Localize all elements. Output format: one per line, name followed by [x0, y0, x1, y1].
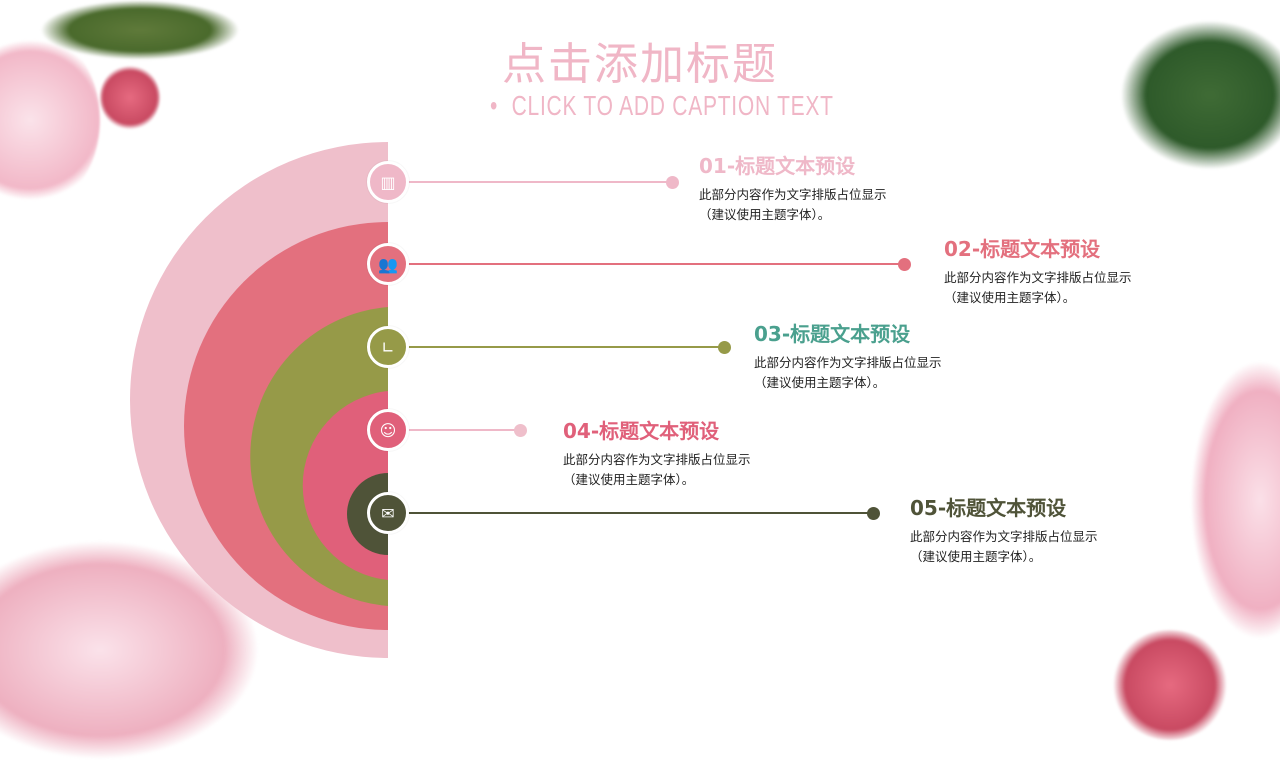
page-subtitle: CLICK TO ADD CAPTION TEXT	[490, 90, 834, 122]
item-desc: （建议使用主题字体）。	[910, 549, 1042, 564]
item-3: 03-标题文本预设此部分内容作为文字排版占位显示 （建议使用主题字体）。	[754, 318, 942, 393]
connector-dot-4	[514, 424, 527, 437]
connector-dot-2	[898, 258, 911, 271]
item-4: 04-标题文本预设此部分内容作为文字排版占位显示 （建议使用主题字体）。	[563, 415, 751, 490]
item-desc: 此部分内容作为文字排版占位显示	[754, 355, 942, 370]
item-desc: 此部分内容作为文字排版占位显示	[910, 529, 1098, 544]
item-2: 02-标题文本预设此部分内容作为文字排版占位显示 （建议使用主题字体）。	[944, 233, 1132, 308]
item-desc: （建议使用主题字体）。	[754, 375, 886, 390]
connector-line-2	[388, 263, 904, 265]
flower-bud-top-left	[100, 65, 160, 130]
page-title: 点击添加标题	[502, 39, 778, 90]
item-desc: 此部分内容作为文字排版占位显示	[563, 452, 751, 467]
connector-dot-3	[718, 341, 731, 354]
semicircle-graphic	[130, 142, 388, 658]
leaf-top-right	[1120, 20, 1280, 170]
bar-chart-icon: ▥	[367, 161, 409, 203]
item-title: 01-标题文本预设	[699, 154, 856, 178]
item-desc: （建议使用主题字体）。	[944, 290, 1076, 305]
item-title: 04-标题文本预设	[563, 419, 720, 443]
item-desc: （建议使用主题字体）。	[563, 472, 695, 487]
chart-axis-icon: ∟	[367, 326, 409, 368]
item-5: 05-标题文本预设此部分内容作为文字排版占位显示 （建议使用主题字体）。	[910, 492, 1098, 567]
connector-line-3	[388, 346, 724, 348]
leaf-top-left	[40, 0, 240, 60]
item-1: 01-标题文本预设此部分内容作为文字排版占位显示 （建议使用主题字体）。	[699, 150, 887, 225]
item-desc: 此部分内容作为文字排版占位显示	[699, 187, 887, 202]
connector-line-5	[388, 512, 873, 514]
item-title: 05-标题文本预设	[910, 496, 1067, 520]
mail-icon: ✉	[367, 492, 409, 534]
connector-line-4	[388, 429, 520, 431]
connector-dot-5	[867, 507, 880, 520]
team-icon: ☺	[367, 409, 409, 451]
item-title: 03-标题文本预设	[754, 322, 911, 346]
item-title: 02-标题文本预设	[944, 237, 1101, 261]
connector-line-1	[388, 181, 672, 183]
people-icon: 👥	[367, 243, 409, 285]
item-desc: （建议使用主题字体）。	[699, 207, 831, 222]
connector-dot-1	[666, 176, 679, 189]
item-desc: 此部分内容作为文字排版占位显示	[944, 270, 1132, 285]
